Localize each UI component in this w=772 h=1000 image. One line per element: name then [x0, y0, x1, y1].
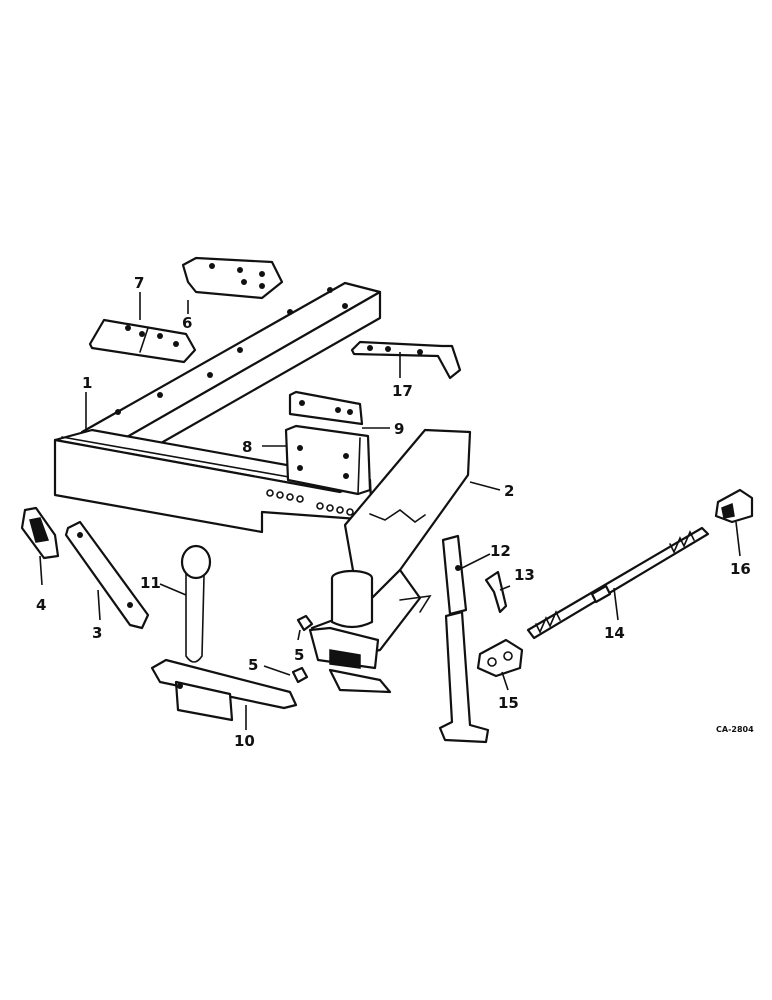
pin-part-5: [291, 614, 314, 684]
drawing-number: CA-2804: [716, 725, 754, 734]
callout-17: 17: [392, 382, 413, 400]
clevis-part-16: [714, 488, 754, 524]
callout-12: 12: [490, 542, 511, 560]
callout-11: 11: [140, 574, 161, 592]
leg-part-12: [438, 534, 490, 744]
callout-14: 14: [604, 624, 625, 642]
pin-part-11: [180, 544, 212, 663]
callout-16: 16: [730, 560, 751, 578]
block-part-8: [284, 424, 372, 496]
leader-lines: [39, 292, 741, 730]
clip-part-13: [484, 570, 508, 614]
callout-10: 10: [234, 732, 255, 750]
frame-part-1: [53, 281, 382, 534]
callout-13: 13: [514, 566, 535, 584]
rod-part-14: [526, 526, 710, 640]
callout-3: 3: [92, 624, 102, 642]
bracket-part-17: [350, 340, 462, 380]
callout-labels: 1 2 3 4 5 5 6 7 8 9 10 11 12 13 14 15 16…: [36, 274, 751, 750]
tongue-part-2: [308, 428, 472, 694]
callout-7: 7: [134, 274, 144, 292]
callout-5b: 5: [294, 646, 304, 664]
bar-part-10: [150, 658, 298, 722]
block-part-4: [20, 506, 60, 560]
callout-5a: 5: [248, 656, 258, 674]
callout-2: 2: [504, 482, 514, 500]
callout-4: 4: [36, 596, 46, 614]
strap-part-3: [64, 520, 150, 630]
callout-1: 1: [82, 374, 92, 392]
plate-part-7: [88, 318, 197, 364]
clevis-part-15: [476, 638, 524, 678]
plate-part-9: [288, 390, 364, 426]
plate-part-6: [181, 256, 284, 300]
callout-8: 8: [242, 438, 252, 456]
callout-6: 6: [182, 314, 192, 332]
callout-9: 9: [394, 420, 404, 438]
callout-15: 15: [498, 694, 519, 712]
